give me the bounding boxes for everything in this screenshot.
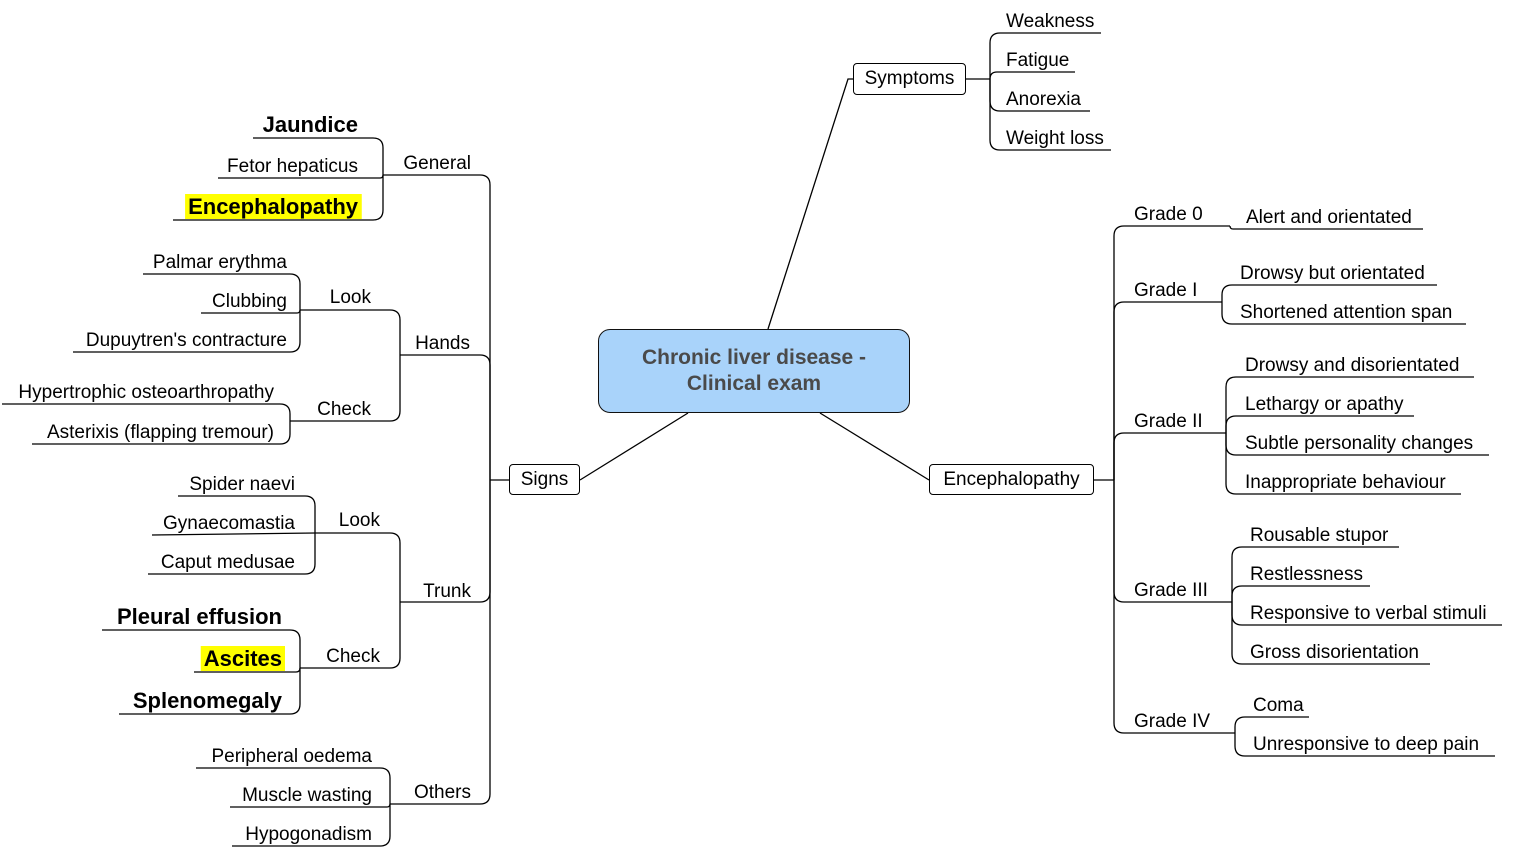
grade-3-item-4[interactable]: Gross disorientation (1250, 642, 1419, 663)
hands-look-item-1-connector (143, 273, 301, 310)
general-item-3-highlight (185, 194, 362, 219)
grade-2-item-2-connector (1225, 415, 1414, 433)
symptom-3[interactable]: Anorexia (1006, 89, 1081, 110)
hands-check-item-2[interactable]: Asterixis (flapping tremour) (47, 422, 274, 443)
grade-2-label[interactable]: Grade II (1134, 411, 1203, 432)
trunk-look-item-3-connector (148, 533, 316, 575)
others-label[interactable]: Others (414, 782, 471, 803)
grade-4-label[interactable]: Grade IV (1134, 711, 1210, 732)
grade-0-item-1[interactable]: Alert and orientated (1246, 207, 1412, 228)
trunk-look-item-1-connector (178, 495, 316, 533)
trunk-check-item-3[interactable]: Splenomegaly (133, 688, 283, 713)
trunk-check-item-1[interactable]: Pleural effusion (117, 604, 282, 629)
hands-look-item-1[interactable]: Palmar erythma (153, 252, 288, 273)
general-item-1[interactable]: Jaundice (263, 112, 358, 137)
grade-3-item-3[interactable]: Responsive to verbal stimuli (1250, 603, 1487, 624)
hands-check-connector (290, 355, 401, 422)
trunk-check-item-1-connector (102, 629, 301, 668)
grade-2-item-2[interactable]: Lethargy or apathy (1245, 394, 1404, 415)
symptom-1[interactable]: Weakness (1006, 11, 1094, 32)
general-label[interactable]: General (403, 153, 471, 174)
grade-2-item-4-connector (1225, 433, 1461, 495)
grade-4-item-2[interactable]: Unresponsive to deep pain (1253, 734, 1479, 755)
symptom-2-connector (989, 71, 1075, 80)
grade-3-item-2[interactable]: Restlessness (1250, 564, 1363, 585)
others-item-1[interactable]: Peripheral oedema (211, 746, 372, 767)
grade-1-item-1[interactable]: Drowsy but orientated (1240, 263, 1425, 284)
signs-node[interactable]: Signs (509, 464, 580, 495)
grade-1-connector (1113, 301, 1222, 480)
hands-connector (400, 354, 491, 480)
grade-1-item-1-connector (1221, 284, 1437, 302)
others-item-3[interactable]: Hypogonadism (245, 824, 372, 845)
general-item-2[interactable]: Fetor hepaticus (227, 156, 358, 177)
trunk-check-connector (300, 602, 401, 669)
symptom-2[interactable]: Fatigue (1006, 50, 1069, 71)
grade-0-label[interactable]: Grade 0 (1134, 204, 1203, 225)
grade-0-item-1-connector (1229, 225, 1423, 230)
grade-4-item-1-connector (1234, 716, 1309, 733)
grade-1-item-2[interactable]: Shortened attention span (1240, 302, 1452, 323)
hands-check-item-1[interactable]: Hypertrophic osteoarthropathy (18, 382, 274, 403)
grade-2-item-1-connector (1225, 376, 1474, 433)
link-central-encephalopathy (819, 412, 930, 481)
grade-2-item-1[interactable]: Drowsy and disorientated (1245, 355, 1459, 376)
hands-look-item-2[interactable]: Clubbing (212, 291, 287, 312)
hands-look-connector (300, 309, 401, 355)
grade-1-label[interactable]: Grade I (1134, 280, 1197, 301)
grade-3-item-1[interactable]: Rousable stupor (1250, 525, 1389, 546)
central-topic-line-2: Clinical exam (686, 372, 822, 395)
central-topic-line-1: Chronic liver disease - (641, 346, 867, 369)
trunk-check-label[interactable]: Check (326, 646, 380, 667)
grade-4-connector (1113, 480, 1235, 734)
symptom-1-connector (989, 32, 1101, 79)
trunk-check-item-2[interactable]: Ascites (204, 646, 282, 671)
trunk-look-item-3[interactable]: Caput medusae (161, 552, 295, 573)
general-item-3-connector (173, 175, 384, 221)
grade-3-item-4-connector (1231, 602, 1430, 665)
encephalopathy-node[interactable]: Encephalopathy (929, 464, 1094, 495)
grade-4-item-2-connector (1234, 733, 1495, 757)
central-topic[interactable]: Chronic liver disease - Clinical exam (598, 329, 910, 413)
symptom-4-connector (989, 79, 1111, 151)
grade-3-label[interactable]: Grade III (1134, 580, 1208, 601)
trunk-check-item-2-highlight (200, 646, 285, 671)
hands-look-label[interactable]: Look (330, 287, 372, 308)
trunk-look-label[interactable]: Look (339, 510, 381, 531)
grade-2-item-3[interactable]: Subtle personality changes (1245, 433, 1473, 454)
others-item-1-connector (196, 767, 391, 804)
grade-3-item-2-connector (1231, 585, 1370, 602)
grade-3-item-1-connector (1231, 546, 1399, 602)
hands-look-item-3-connector (73, 310, 301, 353)
hands-look-item-3[interactable]: Dupuytren's contracture (86, 330, 287, 351)
trunk-look-item-2[interactable]: Gynaecomastia (163, 513, 295, 534)
link-central-symptoms (767, 78, 853, 330)
grade-1-item-2-connector (1221, 302, 1466, 325)
others-item-3-connector (232, 804, 391, 847)
grade-2-connector (1113, 432, 1226, 480)
others-connector (390, 480, 491, 805)
general-item-1-connector (253, 137, 384, 175)
hands-check-item-1-connector (2, 403, 291, 421)
trunk-check-item-3-connector (119, 668, 301, 715)
grade-2-item-4[interactable]: Inappropriate behaviour (1245, 472, 1446, 493)
hands-label[interactable]: Hands (415, 333, 470, 354)
trunk-look-connector (315, 532, 401, 602)
link-central-signs (579, 412, 689, 481)
trunk-label[interactable]: Trunk (423, 581, 471, 602)
hands-check-item-2-connector (32, 421, 291, 445)
grade-0-connector (1113, 225, 1230, 480)
hands-check-label[interactable]: Check (317, 399, 371, 420)
general-item-3[interactable]: Encephalopathy (188, 194, 359, 219)
trunk-look-item-1[interactable]: Spider naevi (189, 474, 295, 495)
others-item-2[interactable]: Muscle wasting (242, 785, 372, 806)
symptoms-node[interactable]: Symptoms (853, 63, 966, 95)
grade-4-item-1[interactable]: Coma (1253, 695, 1304, 716)
trunk-look-item-2-connector (151, 532, 316, 536)
symptom-4[interactable]: Weight loss (1006, 128, 1104, 149)
general-connector (383, 174, 491, 480)
